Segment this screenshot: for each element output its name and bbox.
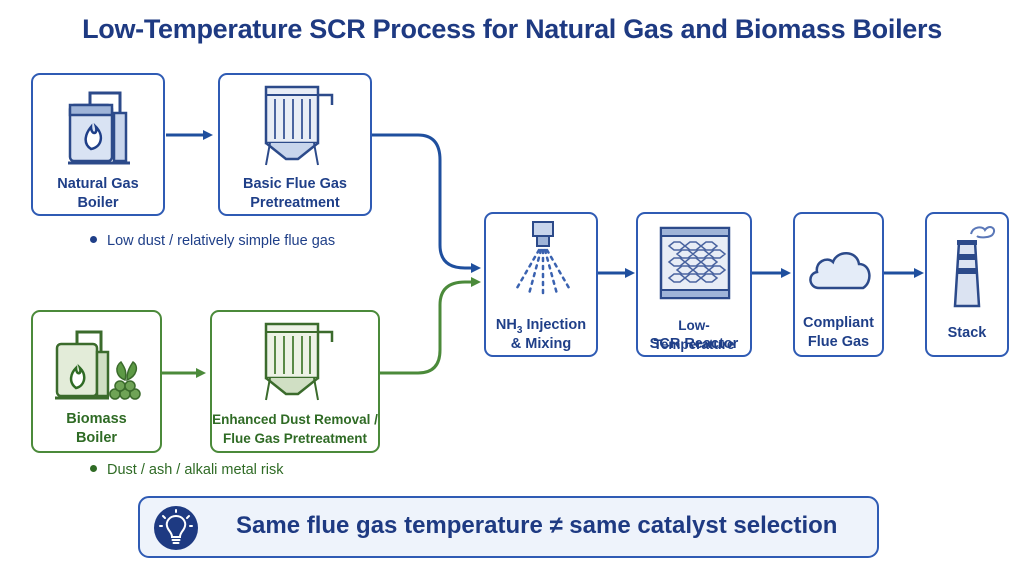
- node-compliant-gas: Compliant Flue Gas: [793, 212, 884, 357]
- lightbulb-glyph: [159, 509, 193, 544]
- cloud-icon: [809, 252, 871, 290]
- arrow-enhanced-to-injection: [380, 277, 481, 375]
- key-insight-banner: Same flue gas temperature ≠ same catalys…: [138, 496, 879, 558]
- compliant-gas-label-1: Compliant: [803, 315, 874, 331]
- note-natural-gas: Low dust / relatively simple flue gas: [90, 233, 335, 249]
- arrow-pretreatment-to-injection: [372, 133, 481, 273]
- scr-reactor-label-1: Low-Temperature: [653, 318, 735, 352]
- enhanced-pretreatment-label-1: Enhanced Dust Removal /: [212, 412, 378, 427]
- diagram-title: Low-Temperature SCR Process for Natural …: [82, 14, 942, 44]
- node-stack: Stack: [925, 212, 1009, 357]
- gas-boiler-icon: [68, 91, 130, 165]
- natural-gas-boiler-label-2: Boiler: [77, 195, 119, 211]
- node-biomass-boiler: Biomass Boiler: [31, 310, 162, 453]
- bullet-dot: [90, 236, 97, 243]
- dust-filter-icon: [264, 322, 334, 401]
- compliant-gas-label-2: Flue Gas: [807, 334, 870, 350]
- banner-text: Same flue gas temperature ≠ same catalys…: [236, 512, 838, 539]
- basic-pretreatment-label-1: Basic Flue Gas: [243, 176, 347, 192]
- node-scr-reactor: Low-Temperature SCR Reactor: [636, 212, 752, 357]
- basic-pretreatment-label-2: Pretreatment: [250, 195, 340, 211]
- natural-gas-boiler-label-1: Natural Gas: [57, 176, 139, 192]
- chimney-stack-icon: [953, 226, 995, 308]
- node-basic-pretreatment: Basic Flue Gas Pretreatment: [218, 73, 372, 216]
- node-enhanced-pretreatment: Enhanced Dust Removal / Flue Gas Pretrea…: [210, 310, 380, 453]
- stack-label: Stack: [947, 325, 987, 341]
- node-nh3-injection: NH3 Injection & Mixing: [484, 212, 598, 357]
- biomass-boiler-label-1: Biomass: [66, 411, 127, 427]
- catalyst-reactor-icon: [659, 226, 731, 300]
- lightbulb-icon: [154, 506, 198, 550]
- nh3-injection-label-2: & Mixing: [510, 336, 572, 352]
- enhanced-pretreatment-label-2: Flue Gas Pretreatment: [222, 431, 368, 446]
- biomass-boiler-label-2: Boiler: [75, 430, 118, 446]
- node-natural-gas-boiler: Natural Gas Boiler: [31, 73, 165, 216]
- nh3-injection-label-1: NH3 Injection: [495, 317, 587, 336]
- scr-reactor-label-2: SCR Reactor: [649, 336, 739, 352]
- filter-house-icon: [264, 85, 334, 166]
- spray-nozzle-icon: [515, 221, 571, 298]
- biomass-boiler-icon: [55, 330, 141, 400]
- note-biomass: Dust / ash / alkali metal risk: [90, 462, 283, 478]
- bullet-dot: [90, 465, 97, 472]
